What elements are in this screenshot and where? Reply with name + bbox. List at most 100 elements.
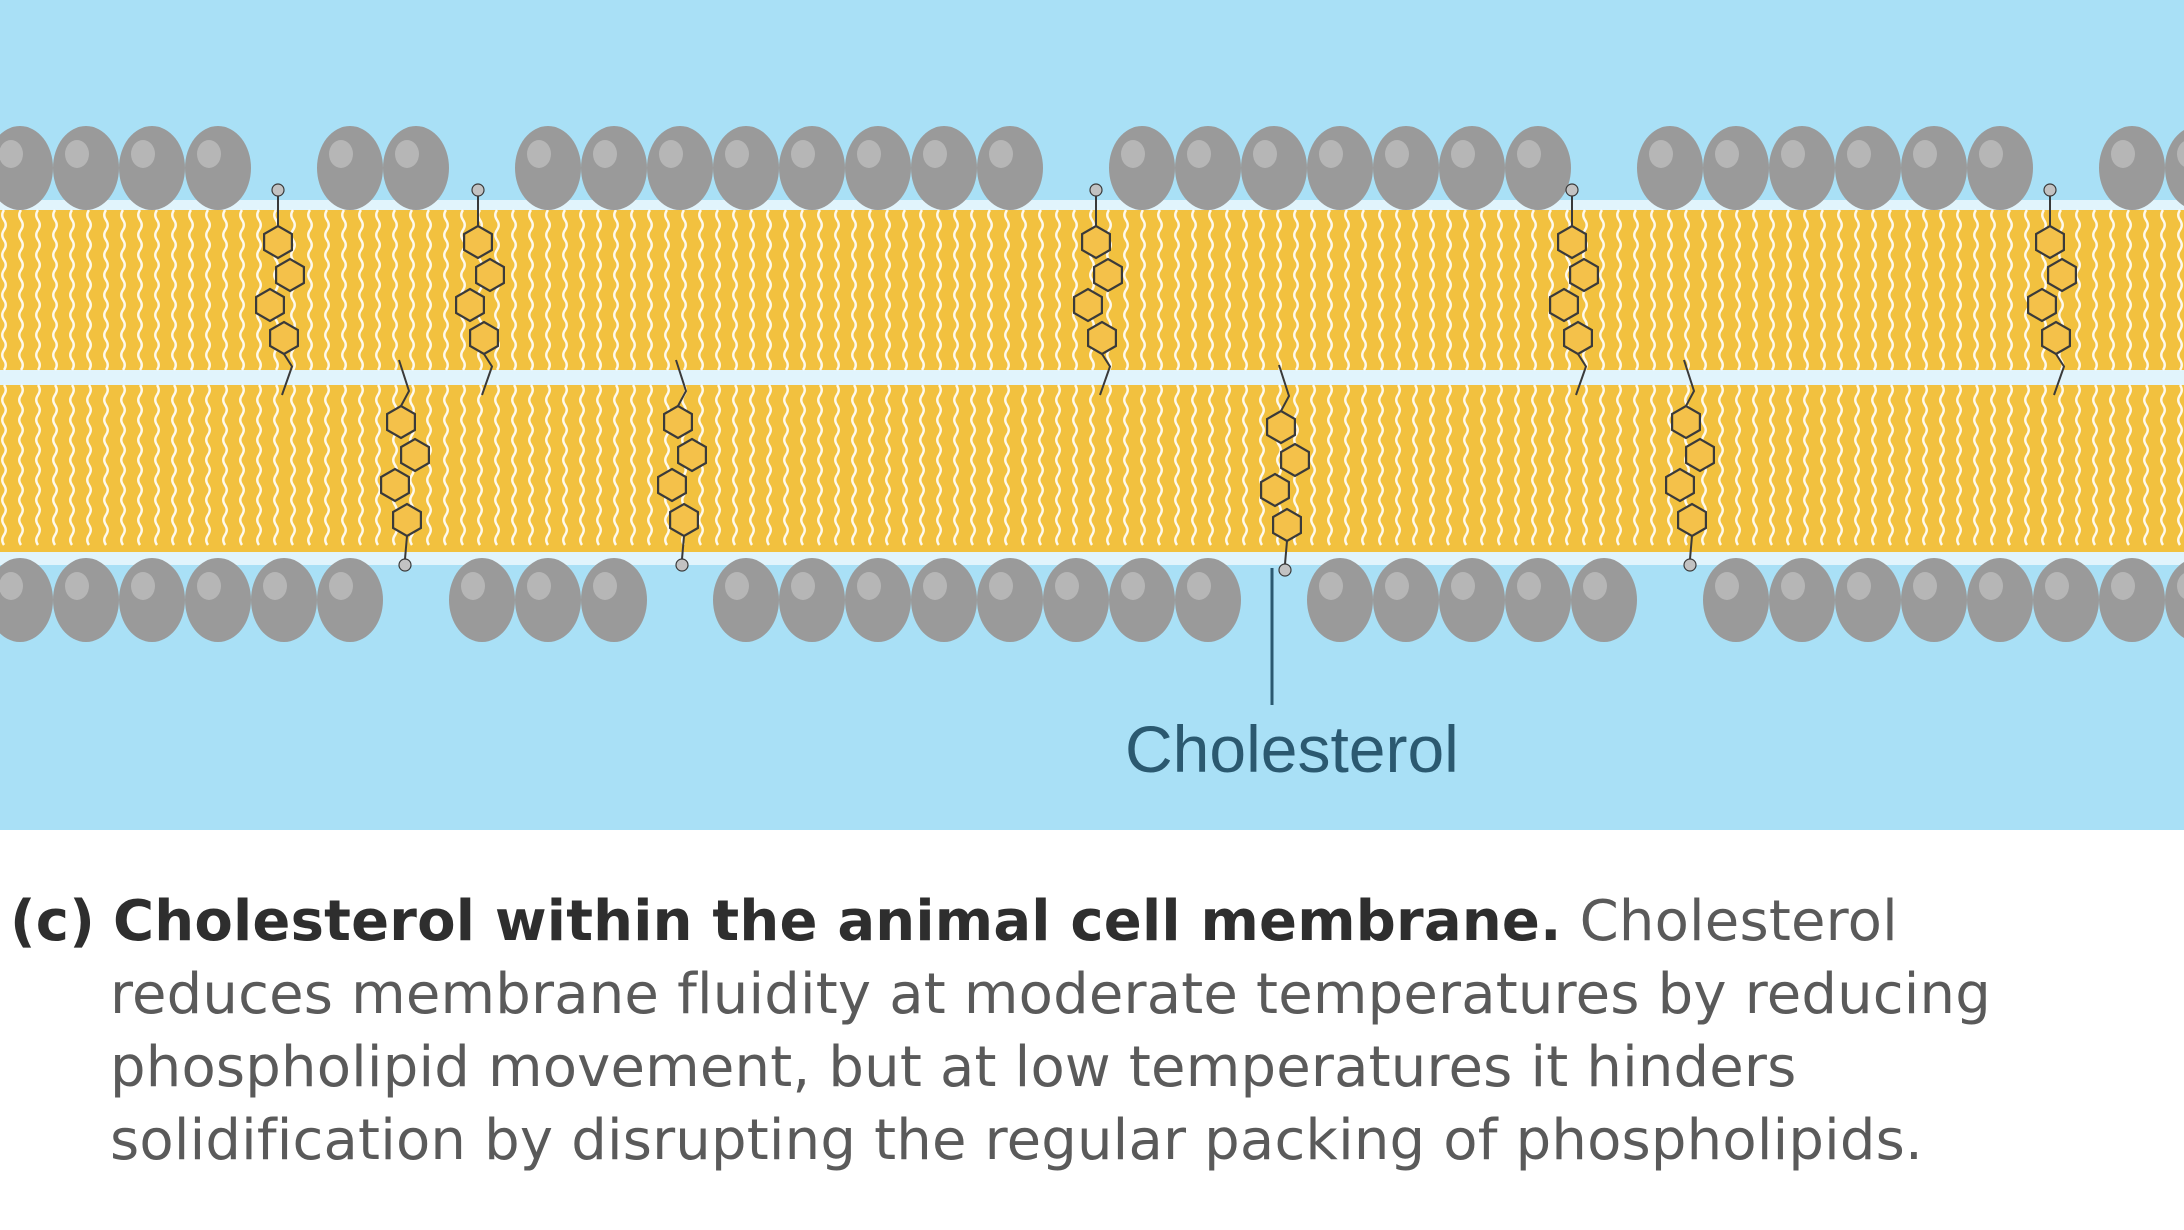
phospholipid-head (515, 126, 581, 210)
cholesterol-ring (2027, 287, 2057, 323)
tail-line (120, 384, 126, 546)
tail-line (970, 384, 976, 546)
tail-line (1259, 209, 1265, 371)
cholesterol-ring (2041, 320, 2071, 356)
cholesterol-layer (255, 183, 2077, 577)
tail-line (732, 209, 738, 371)
tail-line (103, 209, 109, 371)
tail-line (1361, 209, 1367, 371)
head-highlight (329, 572, 353, 600)
tail-line (2160, 209, 2166, 371)
tail-line (1616, 384, 1622, 546)
tail-line (1446, 384, 1452, 546)
head-highlight (923, 572, 947, 600)
tail-line (1684, 209, 1690, 371)
cholesterol-ring (469, 320, 499, 356)
tail-line (137, 209, 143, 371)
tail-line (1106, 384, 1112, 546)
phospholipid-head (1109, 126, 1175, 210)
tail-line (154, 384, 160, 546)
tail-line (613, 384, 619, 546)
head-highlight (1385, 572, 1409, 600)
tail-line (732, 384, 738, 546)
tail-line (511, 384, 517, 546)
head-highlight (2111, 140, 2135, 168)
cholesterol-ring (1093, 257, 1123, 293)
cholesterol-outer-2 (455, 183, 505, 396)
tail-line (647, 209, 653, 371)
tail-line (1021, 384, 1027, 546)
cholesterol-tail (398, 359, 411, 407)
head-highlight (1913, 140, 1937, 168)
tail-line (1565, 384, 1571, 546)
tail-line (188, 384, 194, 546)
tail-line (1599, 209, 1605, 371)
tail-line (86, 384, 92, 546)
tail-line (1854, 209, 1860, 371)
tail-line (256, 209, 262, 371)
cholesterol-hydroxyl (2043, 183, 2057, 197)
tail-line (2143, 384, 2149, 546)
cholesterol-ring (663, 404, 693, 440)
phospholipid-head (845, 558, 911, 642)
tail-line (1888, 384, 1894, 546)
tail-line (698, 209, 704, 371)
tail-line (1582, 384, 1588, 546)
tail-line (1871, 209, 1877, 371)
tail-line (1463, 209, 1469, 371)
head-highlight (659, 140, 683, 168)
cholesterol-tail (1278, 364, 1291, 412)
tail-line (1242, 209, 1248, 371)
tail-line (902, 384, 908, 546)
tail-line (1123, 209, 1129, 371)
tail-line (1922, 209, 1928, 371)
tail-line (1055, 384, 1061, 546)
tail-line (868, 384, 874, 546)
caption-title: Cholesterol within the animal cell membr… (113, 889, 1562, 954)
tail-line (69, 209, 75, 371)
tail-line (1803, 384, 1809, 546)
tail-line (154, 209, 160, 371)
tail-line (596, 209, 602, 371)
tail-line (1072, 209, 1078, 371)
tail-line (1429, 209, 1435, 371)
cholesterol-ring (1087, 320, 1117, 356)
tail-line (1769, 384, 1775, 546)
phospholipid-head (1241, 126, 1307, 210)
tail-line (1956, 384, 1962, 546)
tail-line (1361, 384, 1367, 546)
tail-line (494, 384, 500, 546)
tail-line (1650, 209, 1656, 371)
tail-line (1225, 209, 1231, 371)
tail-line (392, 209, 398, 371)
tail-line (766, 384, 772, 546)
head-highlight (0, 140, 23, 168)
tail-line (239, 209, 245, 371)
tail-line (1174, 209, 1180, 371)
tail-line (749, 209, 755, 371)
phospholipid-head (713, 558, 779, 642)
tail-line (86, 209, 92, 371)
tail-line (1480, 384, 1486, 546)
tail-line (1531, 209, 1537, 371)
cholesterol-outer-5 (2027, 183, 2077, 396)
cholesterol-tail (1683, 359, 1696, 407)
phospholipid-head (1967, 126, 2033, 210)
cholesterol-ring (669, 502, 699, 538)
cholesterol-ring (1266, 409, 1296, 445)
tail-line (1038, 384, 1044, 546)
tail-line (1174, 384, 1180, 546)
head-highlight (1979, 140, 2003, 168)
head-highlight (791, 572, 815, 600)
tail-line (18, 384, 24, 546)
tail-line (766, 209, 772, 371)
tail-line (2126, 384, 2132, 546)
tail-line (528, 384, 534, 546)
tail-line (358, 384, 364, 546)
tail-line (1225, 384, 1231, 546)
cholesterol-hydroxyl (1278, 563, 1292, 577)
tail-line (1888, 209, 1894, 371)
tail-line (1310, 209, 1316, 371)
tail-line (902, 209, 908, 371)
